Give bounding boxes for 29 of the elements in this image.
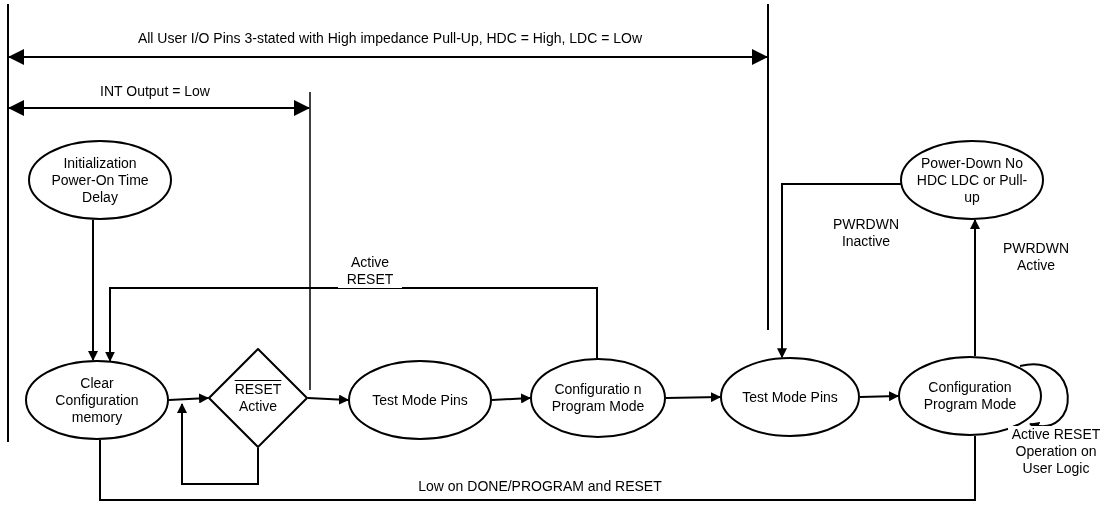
state-label: RESET [233, 381, 283, 398]
arrow [177, 403, 259, 485]
arrow [970, 218, 980, 358]
dimension-label: INT Output = Low [99, 83, 211, 100]
arrow [491, 393, 531, 404]
state-label: Initialization Power-On Time Delay [50, 154, 150, 206]
state-label: Test Mode Pins [371, 391, 469, 409]
state-label: Configuratio n Program Mode [550, 381, 646, 415]
state-label: Power-Down No HDC LDC or Pull-up [915, 154, 1029, 206]
state-label: Test Mode Pins [741, 388, 839, 406]
state-ellipse [720, 357, 860, 437]
edge-label: Active RESET [338, 254, 402, 288]
arrow [777, 183, 902, 359]
state-label: Configuration Program Mode [922, 379, 1018, 413]
arrow [88, 218, 98, 362]
arrow [307, 394, 349, 405]
dimension-label: All User I/O Pins 3-stated with High impedance Pull-Up, HDC = High, LDC = LOw [136, 30, 644, 47]
state-ellipse [900, 140, 1044, 220]
decision-diamond [208, 348, 308, 448]
state-ellipse [28, 140, 172, 220]
state-label: Active [237, 398, 279, 415]
state-ellipse [530, 358, 666, 438]
arrow [105, 287, 598, 362]
arrow [859, 391, 899, 402]
state-ellipse [25, 360, 169, 440]
state-label: Clear Configuration memory [54, 374, 140, 426]
arrow [665, 392, 721, 403]
arrow [168, 393, 209, 404]
state-ellipse [348, 360, 492, 440]
